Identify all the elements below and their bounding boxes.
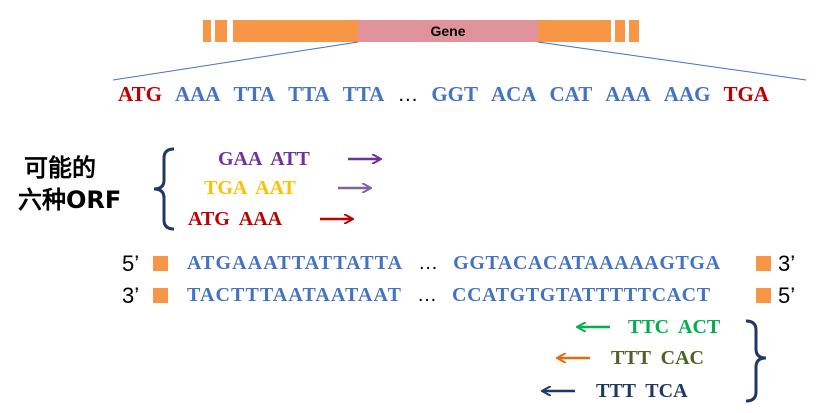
bottom-strand-dots: … bbox=[417, 284, 438, 306]
reverse-orf-3-text: TTT TCA bbox=[596, 380, 688, 402]
codon: TTA bbox=[288, 82, 330, 106]
top-strand-left-marker bbox=[153, 256, 168, 271]
zoom-line-right bbox=[537, 41, 807, 81]
forward-orf-3: ATG AAA bbox=[188, 208, 282, 231]
codon: CAT bbox=[549, 82, 593, 106]
top-strand: ATGAAATTATTATTA … GGTACACATAAAAAGTGA bbox=[187, 252, 721, 275]
top-strand-right-marker bbox=[756, 256, 771, 271]
forward-orf-2-text: TGA AAT bbox=[204, 177, 296, 199]
top-strand-seq-a: ATGAAATTATTATTA bbox=[187, 252, 404, 274]
side-label: 可能的 六种ORF bbox=[18, 152, 138, 216]
side-label-line2: 六种ORF bbox=[18, 186, 122, 214]
exon-block-2 bbox=[215, 20, 227, 42]
zoom-line-left bbox=[112, 41, 359, 81]
top-strand-seq-b: GGTACACATAAAAAGTGA bbox=[453, 252, 721, 274]
bottom-strand-seq-b: CCATGTGTATTTTTCACT bbox=[452, 284, 711, 306]
sequence-ellipsis: … bbox=[397, 83, 419, 106]
gene-region bbox=[358, 20, 538, 42]
codon: TGA bbox=[723, 82, 769, 106]
exon-block-5 bbox=[615, 20, 625, 42]
top-strand-left-end: 5’ bbox=[122, 251, 140, 276]
bottom-strand-right-marker bbox=[756, 288, 771, 303]
exon-block-1 bbox=[203, 20, 211, 42]
side-label-line1: 可能的 bbox=[24, 154, 96, 182]
top-strand-dots: … bbox=[418, 252, 439, 274]
codon: AAG bbox=[663, 82, 711, 106]
forward-orf-1-text: GAA ATT bbox=[218, 148, 310, 170]
reverse-orf-3: TTT TCA bbox=[596, 380, 688, 403]
bottom-strand-left-marker bbox=[153, 288, 168, 303]
top-strand-right-end: 3’ bbox=[778, 251, 796, 276]
codon: ATG bbox=[118, 82, 162, 106]
codon: TTA bbox=[233, 82, 276, 106]
right-brace bbox=[745, 319, 767, 403]
bottom-strand-seq-a: TACTTTAATAATAAT bbox=[187, 284, 403, 306]
left-brace bbox=[153, 147, 175, 231]
codon: GGT bbox=[431, 82, 479, 106]
reverse-orf-1: TTC ACT bbox=[628, 316, 720, 339]
bottom-strand-right-end: 5’ bbox=[778, 283, 796, 308]
exon-block-3 bbox=[233, 20, 358, 42]
gene-label: Gene bbox=[430, 23, 466, 39]
codon: AAA bbox=[174, 82, 221, 106]
bottom-strand-left-end: 3’ bbox=[122, 283, 140, 308]
gene-map bbox=[112, 20, 807, 81]
codon-sequence: ATG AAA TTA TTA TTA … GGT ACA CAT AAA AAG TGA bbox=[118, 82, 808, 112]
forward-orf-1: GAA ATT bbox=[218, 148, 310, 171]
exon-block-6 bbox=[629, 20, 639, 42]
reverse-orf-2: TTT CAC bbox=[611, 347, 704, 370]
forward-orf-3-text: ATG AAA bbox=[188, 208, 283, 230]
codon: TTA bbox=[342, 82, 385, 106]
codon: ACA bbox=[491, 82, 537, 106]
forward-orf-2: TGA AAT bbox=[204, 177, 296, 200]
codon: AAA bbox=[605, 82, 651, 106]
reverse-orf-1-text: TTC ACT bbox=[628, 316, 721, 338]
exon-block-4 bbox=[538, 20, 611, 42]
reverse-orf-2-text: TTT CAC bbox=[611, 347, 704, 369]
bottom-strand: TACTTTAATAATAAT … CCATGTGTATTTTTCACT bbox=[187, 284, 711, 307]
